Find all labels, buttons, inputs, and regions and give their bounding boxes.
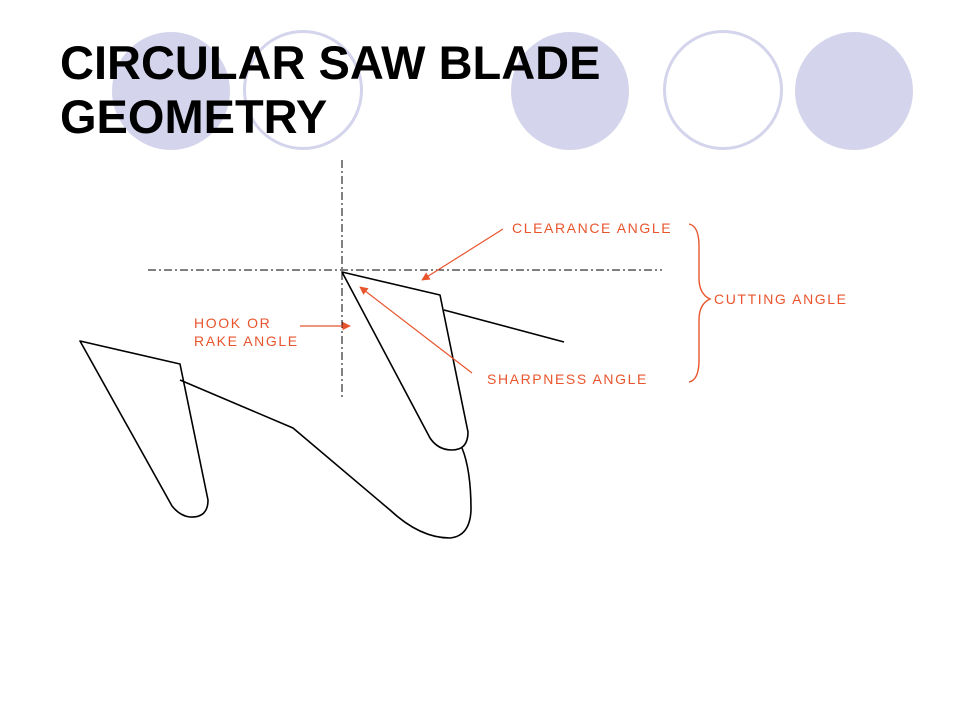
sharpness-angle-label: SHARPNESS ANGLE [487, 371, 648, 387]
decor-circle-4 [663, 30, 783, 150]
hook-angle-label-line1: HOOK OR [194, 315, 271, 331]
title-line-1: CIRCULAR SAW BLADE [60, 36, 601, 89]
next-tooth-back-line [443, 309, 565, 343]
decor-circle-3 [511, 32, 629, 150]
clearance-angle-label: CLEARANCE ANGLE [512, 220, 672, 236]
gullet-outline [179, 379, 472, 539]
decor-circle-2 [243, 30, 363, 150]
cutting-angle-label: CUTTING ANGLE [714, 291, 848, 307]
hook-angle-label-line2: RAKE ANGLE [194, 333, 299, 349]
decor-circle-5 [795, 32, 913, 150]
decor-circle-1 [112, 32, 230, 150]
title-line-2: GEOMETRY [60, 90, 328, 143]
page-title: CIRCULAR SAW BLADE GEOMETRY [60, 36, 780, 144]
left-tooth-outline [79, 340, 209, 518]
main-tooth-outline [341, 271, 469, 451]
clearance-angle-arrow [421, 228, 504, 281]
cutting-angle-brace [688, 223, 712, 383]
sharpness-angle-arrow [359, 286, 473, 374]
